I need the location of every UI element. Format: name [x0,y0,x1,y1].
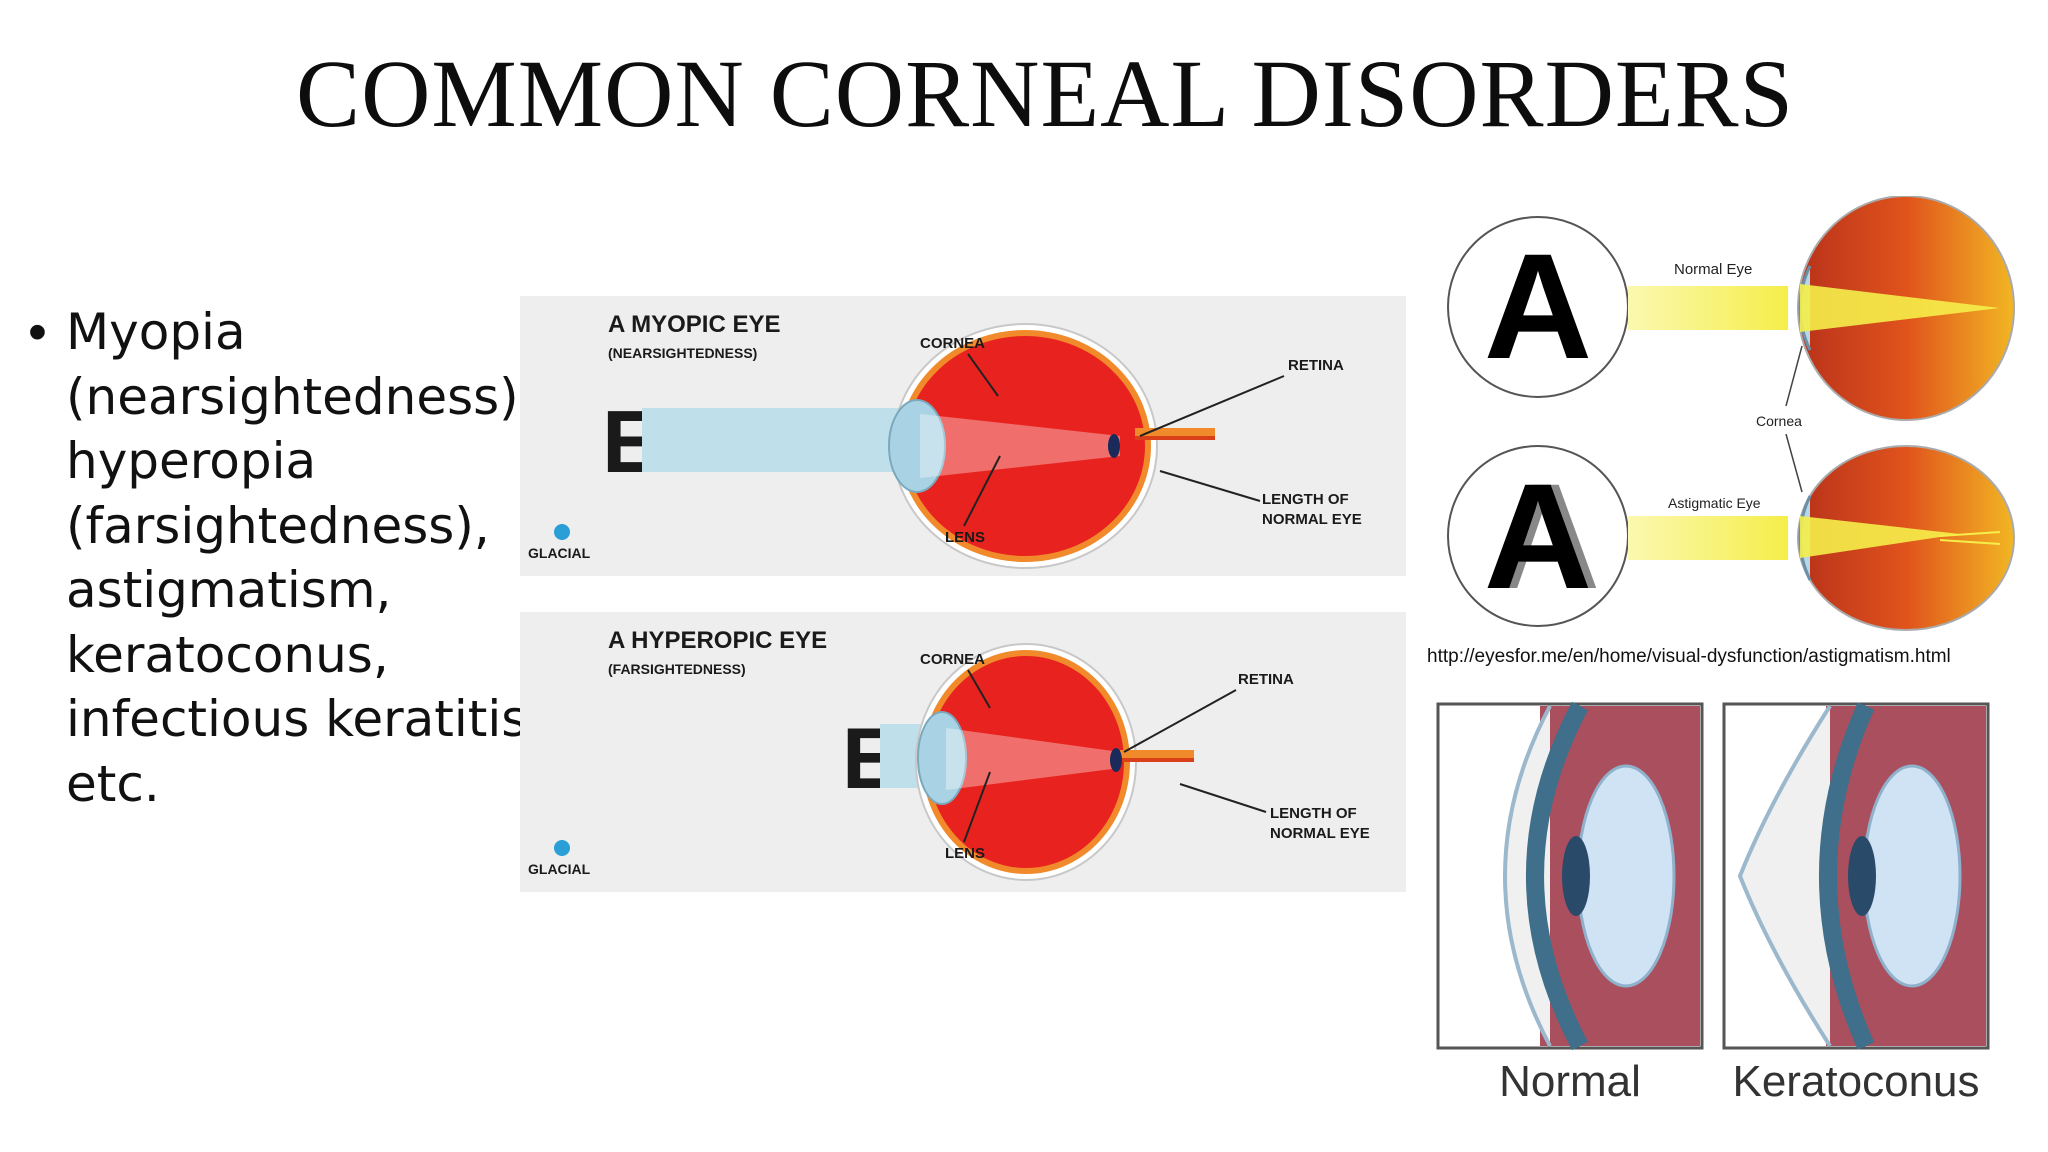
bullet-dot: • [28,302,47,362]
letter-a-sharp: A [1484,222,1592,390]
label-astigmatic-eye: Astigmatic Eye [1668,495,1761,511]
hyperopic-eye-figure: A HYPEROPIC EYE (FARSIGHTEDNESS) E CORNE… [520,612,1406,892]
letter-a-blur: A [1492,452,1600,620]
label-length-1: LENGTH OF [1262,491,1349,508]
bullet-line: astigmatism, [66,561,392,619]
keratoconus-figure: Normal Keratoconus [1436,701,1990,1106]
astigmatism-figure: A Normal Eye Cornea A A Astigmatic Eye [1447,196,2015,631]
label-retina: RETINA [1238,671,1294,688]
figure-subtitle: (FARSIGHTEDNESS) [608,661,746,677]
brand-label: GLACIAL [528,861,591,877]
bullet-line: etc. [66,754,160,813]
label-lens: LENS [945,529,985,546]
label-normal: Normal [1499,1057,1641,1106]
letter-a-sharp: A [1484,452,1592,620]
slide-title: COMMON CORNEAL DISORDERS [296,40,1794,147]
bullet-text: Myopia (nearsightedness), hyperopia (far… [66,300,543,816]
myopic-eye-figure: A MYOPIC EYE (NEARSIGHTEDNESS) E CORNEA … [520,296,1406,576]
label-length-2: NORMAL EYE [1270,825,1370,842]
bullet-line: (farsightedness), [66,496,490,555]
source-url: http://eyesfor.me/en/home/visual-dysfunc… [1427,646,1951,667]
bullet-list: • Myopia (nearsightedness), hyperopia (f… [28,300,548,816]
normal-eye-illustration [1797,196,2015,421]
label-cornea: Cornea [1756,413,1802,429]
light-beam [1628,286,1788,330]
figure-title: A HYPEROPIC EYE [608,627,827,654]
label-lens: LENS [945,845,985,862]
brand-label: GLACIAL [528,545,591,561]
label-cornea: CORNEA [920,651,985,668]
label-length-1: LENGTH OF [1270,805,1357,822]
label-retina: RETINA [1288,357,1344,374]
light-beam [642,408,912,472]
label-keratoconus: Keratoconus [1732,1057,1979,1106]
normal-cornea-panel [1436,701,1704,1051]
glacial-logo-icon [554,524,570,540]
eyeball-illustration [915,643,1194,881]
bullet-item: • Myopia (nearsightedness), hyperopia (f… [28,300,548,816]
light-beam [1628,516,1788,560]
bullet-line: hyperopia [66,432,317,490]
label-cornea: CORNEA [920,335,985,352]
eyeball-illustration [888,323,1215,569]
astigmatic-eye-illustration [1797,445,2015,631]
bullet-line: infectious keratitis, [66,690,544,748]
glacial-logo-icon [554,840,570,856]
label-normal-eye: Normal Eye [1674,261,1752,278]
bullet-line: (nearsightedness), [66,367,535,426]
label-length-2: NORMAL EYE [1262,511,1362,528]
figure-title: A MYOPIC EYE [608,311,780,338]
keratoconus-cornea-panel [1722,702,1990,1050]
bullet-line: Myopia [66,303,246,361]
figure-subtitle: (NEARSIGHTEDNESS) [608,345,757,361]
bullet-line: keratoconus, [66,625,389,684]
